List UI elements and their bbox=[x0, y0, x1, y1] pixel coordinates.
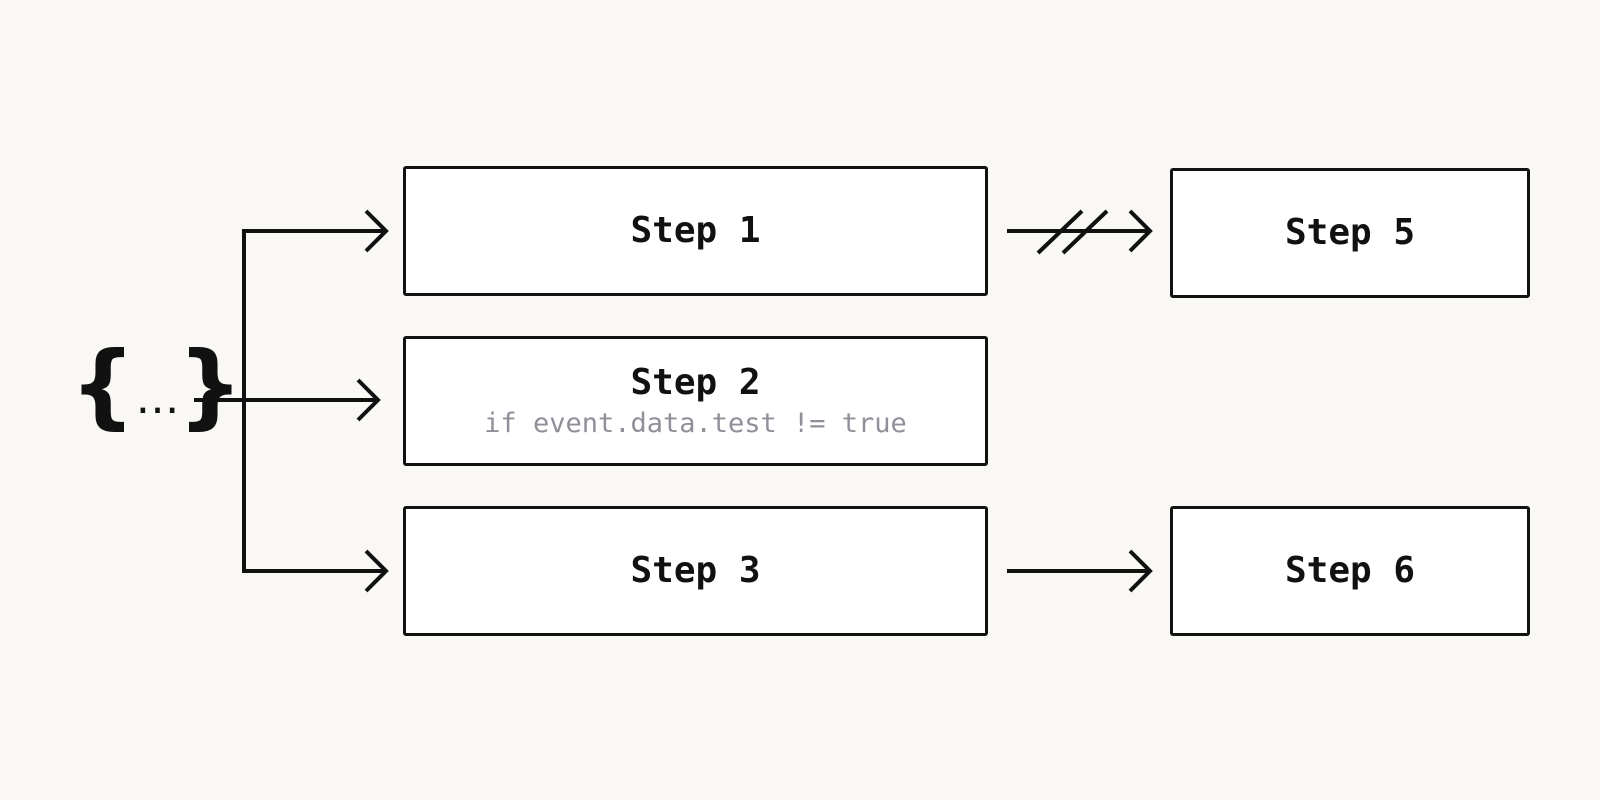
break-mark-2 bbox=[1061, 209, 1109, 255]
step-6-box[interactable]: Step 6 bbox=[1170, 506, 1530, 636]
step-2-condition: if event.data.test != true bbox=[484, 407, 907, 439]
step-1-title: Step 1 bbox=[630, 210, 761, 252]
step-6-title: Step 6 bbox=[1284, 550, 1416, 592]
step1-to-step5-arrowhead bbox=[1128, 209, 1153, 253]
step-2-title: Step 2 bbox=[630, 362, 761, 404]
step-3-box[interactable]: Step 3 bbox=[403, 506, 988, 636]
step-3-title: Step 3 bbox=[630, 550, 761, 592]
branch-step1-arrowhead bbox=[364, 209, 389, 253]
open-brace: { bbox=[70, 332, 136, 439]
branch-step3-arrowhead bbox=[364, 549, 389, 593]
ellipsis: … bbox=[135, 373, 180, 424]
break-mark-1 bbox=[1036, 209, 1084, 255]
step-1-box[interactable]: Step 1 bbox=[403, 166, 988, 296]
step-5-title: Step 5 bbox=[1284, 212, 1416, 254]
step-2-box[interactable]: Step 2 if event.data.test != true bbox=[403, 336, 988, 466]
step-5-box[interactable]: Step 5 bbox=[1170, 168, 1530, 298]
close-brace: } bbox=[177, 332, 244, 439]
step3-to-step6-arrowhead bbox=[1128, 549, 1153, 593]
event-payload-icon: {…} bbox=[70, 340, 243, 432]
branch-step2-arrowhead bbox=[356, 378, 381, 422]
